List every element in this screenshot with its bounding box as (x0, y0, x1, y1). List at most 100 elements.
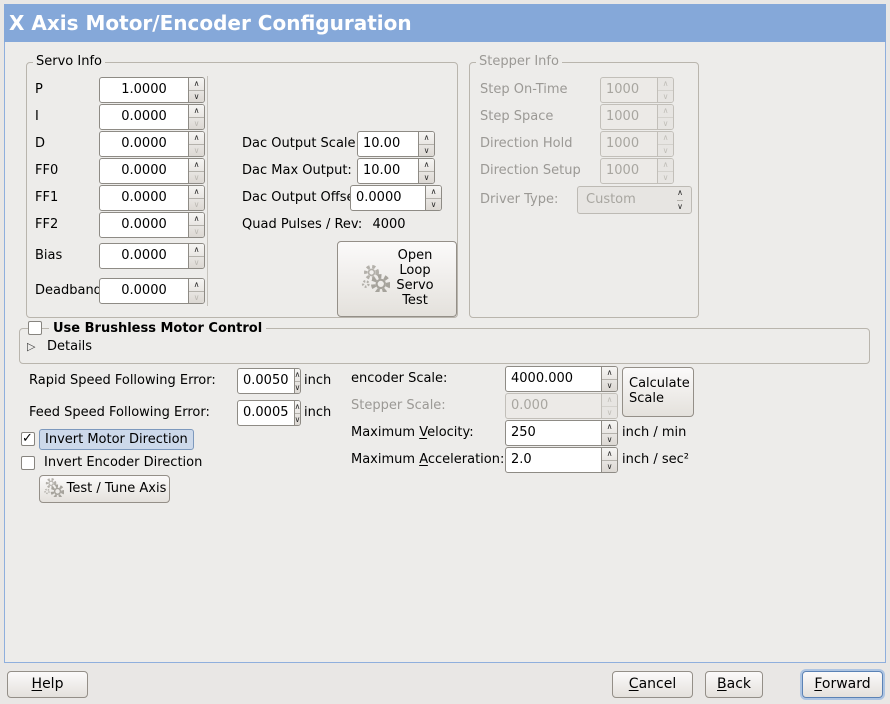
spin-buttons[interactable]: ∧∨ (188, 279, 204, 303)
spin-buttons[interactable]: ∧∨ (188, 213, 204, 237)
spin-down-icon[interactable]: ∨ (423, 145, 430, 155)
spin-buttons: ∧∨ (657, 132, 673, 156)
bias-spinbutton[interactable]: 0.0000 ∧∨ (99, 243, 205, 269)
forward-button[interactable]: Forward (802, 671, 883, 698)
ff1-label: FF1 (35, 190, 59, 205)
ff1-value[interactable]: 0.0000 (121, 190, 167, 205)
ff2-value[interactable]: 0.0000 (121, 217, 167, 232)
spin-buttons[interactable]: ∧∨ (418, 159, 434, 183)
spin-buttons[interactable]: ∧∨ (188, 105, 204, 129)
spin-down-icon[interactable]: ∨ (193, 118, 200, 128)
spin-down-icon[interactable]: ∨ (193, 292, 200, 302)
spin-buttons[interactable]: ∧∨ (425, 186, 441, 210)
maximum-acceleration-spinbutton[interactable]: 2.0 ∧∨ (505, 447, 618, 473)
spin-up-icon[interactable]: ∧ (294, 401, 300, 414)
ff0-value[interactable]: 0.0000 (121, 163, 167, 178)
spin-buttons[interactable]: ∧∨ (188, 159, 204, 183)
help-button[interactable]: Help (7, 671, 88, 698)
dac-max-output-value[interactable]: 10.00 (363, 163, 401, 178)
cancel-button[interactable]: Cancel (612, 671, 693, 698)
combo-down-icon: ∨ (677, 201, 683, 211)
test-tune-axis-button[interactable]: Test / Tune Axis (39, 475, 170, 503)
spin-down-icon[interactable]: ∨ (193, 172, 200, 182)
d-value[interactable]: 0.0000 (121, 136, 167, 151)
calculate-scale-button[interactable]: Calculate Scale (622, 367, 694, 417)
dac-max-output-spinbutton[interactable]: 10.00 ∧∨ (357, 158, 435, 184)
button-line: Open (397, 248, 433, 264)
invert-encoder-direction-label[interactable]: Invert Encoder Direction (44, 455, 203, 470)
rapid-following-error-value[interactable]: 0.0050 (243, 373, 289, 388)
spin-up-icon[interactable]: ∧ (602, 448, 617, 461)
bias-value[interactable]: 0.0000 (121, 248, 167, 263)
spin-buttons[interactable]: ∧∨ (601, 367, 617, 391)
ff2-spinbutton[interactable]: 0.0000 ∧∨ (99, 212, 205, 238)
feed-following-error-value[interactable]: 0.0005 (243, 405, 289, 420)
dac-output-scale-value[interactable]: 10.00 (363, 136, 401, 151)
spin-buttons[interactable]: ∧∨ (293, 401, 301, 425)
maximum-velocity-spinbutton[interactable]: 250 ∧∨ (505, 420, 618, 446)
spin-up-icon[interactable]: ∧ (294, 369, 300, 382)
spin-down-icon[interactable]: ∨ (193, 257, 200, 267)
spin-up-icon[interactable]: ∧ (419, 132, 434, 145)
spin-up-icon[interactable]: ∧ (189, 132, 204, 145)
spin-down-icon[interactable]: ∨ (294, 414, 301, 424)
back-button[interactable]: Back (705, 671, 763, 698)
spin-up-icon[interactable]: ∧ (189, 105, 204, 118)
invert-motor-direction-checkbox[interactable]: ✓ (21, 432, 35, 446)
spin-up-icon[interactable]: ∧ (602, 367, 617, 380)
spin-down-icon[interactable]: ∨ (294, 382, 301, 392)
ff0-spinbutton[interactable]: 0.0000 ∧∨ (99, 158, 205, 184)
dac-output-scale-spinbutton[interactable]: 10.00 ∧∨ (357, 131, 435, 157)
spin-buttons[interactable]: ∧∨ (188, 186, 204, 210)
i-spinbutton[interactable]: 0.0000 ∧∨ (99, 104, 205, 130)
deadband-spinbutton[interactable]: 0.0000 ∧∨ (99, 278, 205, 304)
d-spinbutton[interactable]: 0.0000 ∧∨ (99, 131, 205, 157)
spin-buttons[interactable]: ∧∨ (293, 369, 301, 393)
spin-down-icon[interactable]: ∨ (193, 199, 200, 209)
spin-buttons[interactable]: ∧∨ (418, 132, 434, 156)
spin-up-icon[interactable]: ∧ (189, 186, 204, 199)
maximum-acceleration-value[interactable]: 2.0 (511, 452, 532, 467)
brushless-checkbox-label[interactable]: Use Brushless Motor Control (49, 321, 267, 337)
spin-up-icon[interactable]: ∧ (189, 78, 204, 91)
spin-up-icon[interactable]: ∧ (189, 159, 204, 172)
dac-output-offset-value[interactable]: 0.0000 (356, 190, 402, 205)
spin-down-icon[interactable]: ∨ (606, 380, 613, 390)
spin-down-icon[interactable]: ∨ (430, 199, 437, 209)
spin-buttons[interactable]: ∧∨ (188, 244, 204, 268)
invert-motor-direction-label[interactable]: Invert Motor Direction (39, 429, 194, 450)
spin-up-icon[interactable]: ∧ (419, 159, 434, 172)
dac-output-offset-label: Dac Output Offset: (242, 190, 364, 205)
spin-up-icon[interactable]: ∧ (426, 186, 441, 199)
spin-down-icon[interactable]: ∨ (193, 91, 200, 101)
i-value[interactable]: 0.0000 (121, 109, 167, 124)
invert-encoder-direction-checkbox[interactable]: ✓ (21, 456, 35, 470)
maximum-velocity-value[interactable]: 250 (511, 425, 536, 440)
open-loop-servo-test-button[interactable]: Open Loop Servo Test (337, 241, 457, 317)
expander-arrow-icon[interactable]: ▷ (27, 340, 36, 353)
spin-up-icon[interactable]: ∧ (189, 279, 204, 292)
ff1-spinbutton[interactable]: 0.0000 ∧∨ (99, 185, 205, 211)
spin-down-icon[interactable]: ∨ (606, 461, 613, 471)
deadband-value[interactable]: 0.0000 (121, 283, 167, 298)
encoder-scale-spinbutton[interactable]: 4000.000 ∧∨ (505, 366, 618, 392)
spin-buttons[interactable]: ∧∨ (601, 421, 617, 445)
dac-output-offset-spinbutton[interactable]: 0.0000 ∧∨ (350, 185, 442, 211)
spin-buttons[interactable]: ∧∨ (601, 448, 617, 472)
spin-down-icon[interactable]: ∨ (423, 172, 430, 182)
spin-down-icon[interactable]: ∨ (606, 434, 613, 444)
brushless-checkbox[interactable]: ✓ (28, 321, 42, 335)
encoder-scale-value[interactable]: 4000.000 (511, 371, 574, 386)
spin-down-icon[interactable]: ∨ (193, 145, 200, 155)
p-value[interactable]: 1.0000 (121, 82, 167, 97)
spin-buttons[interactable]: ∧∨ (188, 78, 204, 102)
p-spinbutton[interactable]: 1.0000 ∧∨ (99, 77, 205, 103)
spin-up-icon[interactable]: ∧ (602, 421, 617, 434)
feed-following-error-spinbutton[interactable]: 0.0005 ∧∨ (237, 400, 301, 426)
rapid-following-error-spinbutton[interactable]: 0.0050 ∧∨ (237, 368, 301, 394)
spin-down-icon[interactable]: ∨ (193, 226, 200, 236)
spin-buttons[interactable]: ∧∨ (188, 132, 204, 156)
details-expander-label[interactable]: Details (47, 339, 93, 354)
spin-up-icon[interactable]: ∧ (189, 213, 204, 226)
spin-up-icon[interactable]: ∧ (189, 244, 204, 257)
